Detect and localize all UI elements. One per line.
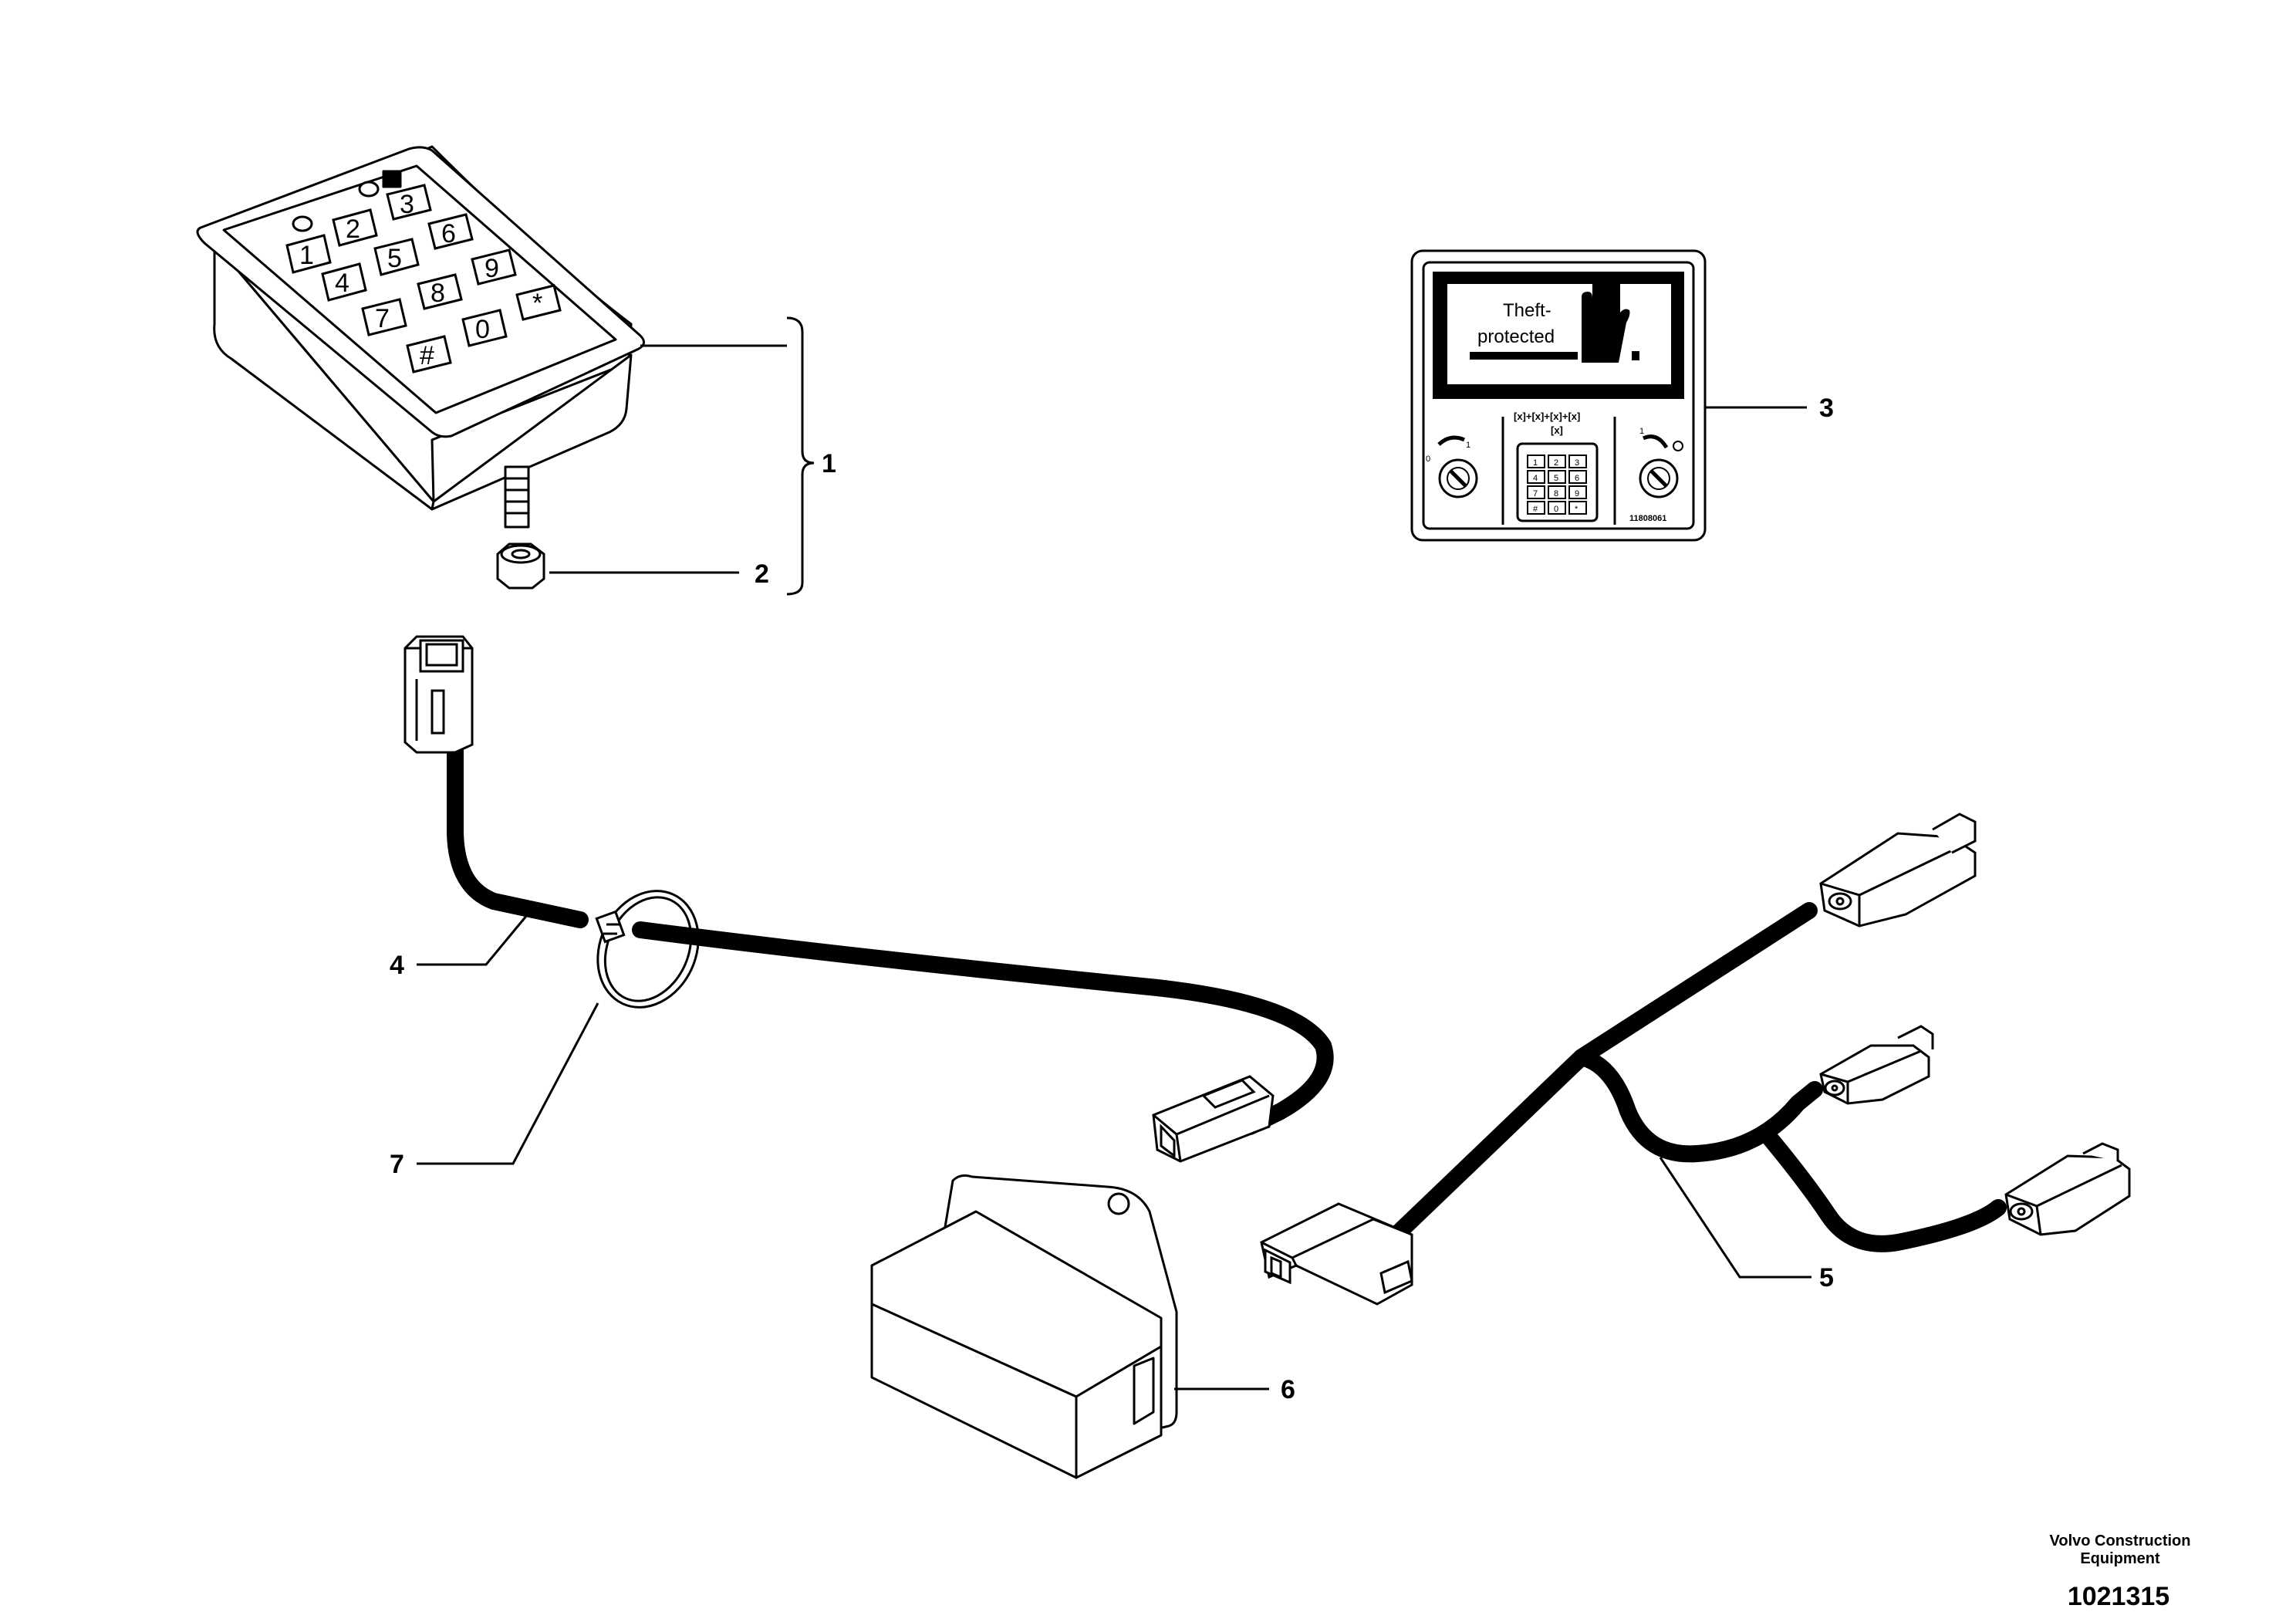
key-4: 4	[321, 262, 367, 302]
decal-line1: Theft-	[1503, 300, 1551, 321]
svg-text:5: 5	[387, 244, 402, 273]
callout-7: 7	[390, 1150, 404, 1179]
decal-part-code: 11808061	[1629, 514, 1666, 523]
nut	[496, 542, 545, 590]
key-8: 8	[417, 273, 463, 310]
decal-keyswitch-left: 0 1	[1426, 435, 1478, 498]
leaders-1-2	[549, 316, 815, 596]
svg-text:5: 5	[1554, 474, 1558, 483]
svg-text:6: 6	[1575, 474, 1579, 483]
decal-keyswitch-right: 1	[1639, 427, 1683, 498]
leader-7	[417, 1002, 599, 1165]
svg-text:7: 7	[1533, 489, 1538, 498]
decal-mini-keypad: 1 2 3 4 5 6 7 8 9 # 0 *	[1527, 454, 1587, 515]
key-star: *	[515, 284, 562, 321]
connector-harness-mid-right	[1819, 1025, 1934, 1105]
key-5: 5	[373, 238, 420, 276]
key-2: 2	[332, 208, 378, 247]
key-hash: #	[406, 335, 452, 373]
callout-6: 6	[1281, 1375, 1295, 1404]
connector-harness-top-right	[1819, 813, 1977, 928]
footer: Volvo Construction Equipment 1021315	[2050, 1532, 2191, 1611]
key-9: 9	[471, 248, 517, 286]
svg-text:4: 4	[1533, 474, 1538, 483]
svg-text:6: 6	[441, 219, 456, 248]
connector-bottom	[1152, 1075, 1275, 1163]
connector-harness-bottom-right	[2004, 1142, 2131, 1236]
connector-harness-main	[1260, 1202, 1413, 1306]
svg-text:*: *	[1575, 505, 1578, 514]
callout-4: 4	[390, 951, 404, 980]
svg-text:7: 7	[375, 304, 390, 333]
svg-text:9: 9	[485, 254, 499, 283]
cable-harness-4	[403, 635, 1334, 1163]
svg-text:*: *	[532, 289, 542, 318]
brand-line2: Equipment	[2080, 1550, 2160, 1567]
keypad-keys: 1 2 3 4 5 6 7 8 9 # 0 *	[285, 184, 562, 373]
key-6: 6	[427, 213, 474, 250]
svg-text:1: 1	[1639, 427, 1644, 436]
svg-text:0: 0	[1426, 454, 1430, 464]
svg-text:9: 9	[1575, 489, 1579, 498]
key-1: 1	[285, 234, 332, 274]
svg-text:3: 3	[400, 190, 414, 219]
svg-text:2: 2	[1554, 458, 1558, 468]
svg-text:8: 8	[430, 279, 445, 308]
svg-text:3: 3	[1575, 458, 1579, 468]
hand-icon	[1582, 275, 1630, 363]
svg-text:4: 4	[335, 269, 349, 298]
svg-text:1: 1	[299, 241, 314, 270]
callout-5: 5	[1819, 1263, 1834, 1293]
svg-text:#: #	[1533, 505, 1538, 514]
connector-top	[403, 635, 474, 754]
svg-text:1: 1	[1533, 458, 1538, 468]
cable-harness-5	[1260, 813, 2131, 1306]
svg-text:0: 0	[1554, 505, 1558, 514]
key-3: 3	[386, 184, 432, 221]
svg-text:0: 0	[475, 315, 490, 344]
key-7: 7	[361, 298, 407, 336]
callout-1: 1	[822, 449, 836, 478]
decal-code-row: [x]+[x]+[x]+[x]	[1514, 411, 1580, 422]
svg-text:1: 1	[1466, 441, 1470, 450]
key-0: 0	[461, 309, 508, 347]
decal-line2: protected	[1477, 326, 1555, 347]
control-unit	[870, 1174, 1178, 1479]
callout-2: 2	[755, 559, 769, 589]
leader-4	[417, 910, 532, 966]
drawing-number: 1021315	[2068, 1582, 2169, 1611]
svg-text:8: 8	[1554, 489, 1558, 498]
svg-text:2: 2	[346, 215, 360, 244]
svg-text:#: #	[420, 341, 434, 370]
brand-line1: Volvo Construction	[2050, 1532, 2191, 1549]
decal-bracket: [x]	[1551, 424, 1563, 436]
callout-3: 3	[1819, 394, 1834, 423]
cable-tie	[595, 890, 700, 1009]
leader-5	[1659, 1157, 1811, 1279]
decal: Theft- protected [x]+[x]+[x]+[x] [x] 0 1…	[1410, 249, 1707, 542]
